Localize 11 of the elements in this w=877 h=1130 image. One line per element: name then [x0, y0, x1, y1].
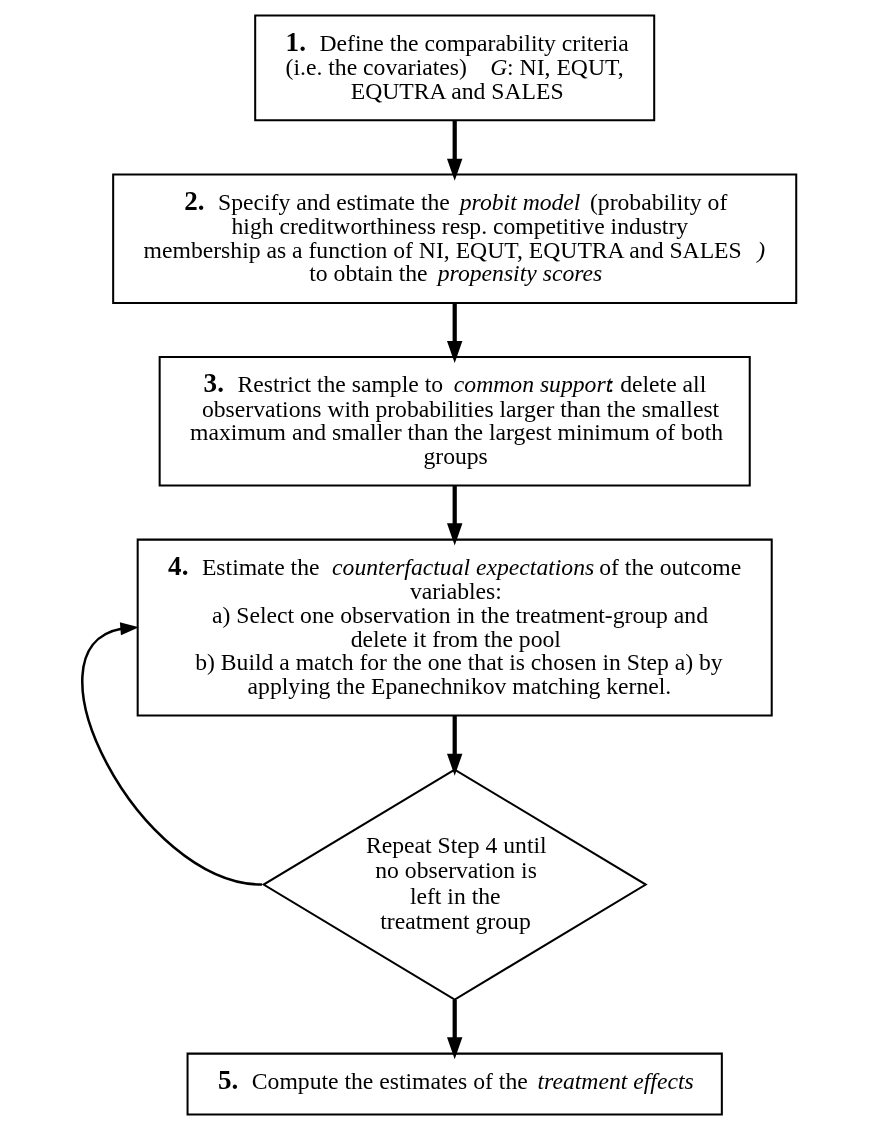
node-box: 1. Define the comparability criteria (i.e. the covariates) G: NI, EQUT, EQUTRA and SALES [253, 14, 655, 122]
arrow [446, 715, 462, 776]
arrow [446, 486, 462, 546]
arrow [446, 303, 462, 364]
node-diamond: Repeat Step 4 until no observation is left in the treatment group [261, 768, 648, 1001]
arrow [80, 622, 262, 886]
node-box: 2. Specify and estimate the probit model (probability of high creditworthiness resp. competitive industry membership as a function of NI, EQUT, EQUTRA and SALES ) to obtain the propensity scores [111, 173, 797, 304]
node-box: 5. Compute the estimates of the treatment effects [186, 1052, 723, 1116]
node-box: 4. Estimate the counterfactual expectations of the outcome variables: a) Select one observation in the treatment-group and delete it from the pool b) Build a match for the one that is chosen in Step a) by applying the Epanechnikov matching kernel. [136, 538, 773, 717]
arrow [446, 999, 462, 1060]
arrow [446, 120, 462, 181]
